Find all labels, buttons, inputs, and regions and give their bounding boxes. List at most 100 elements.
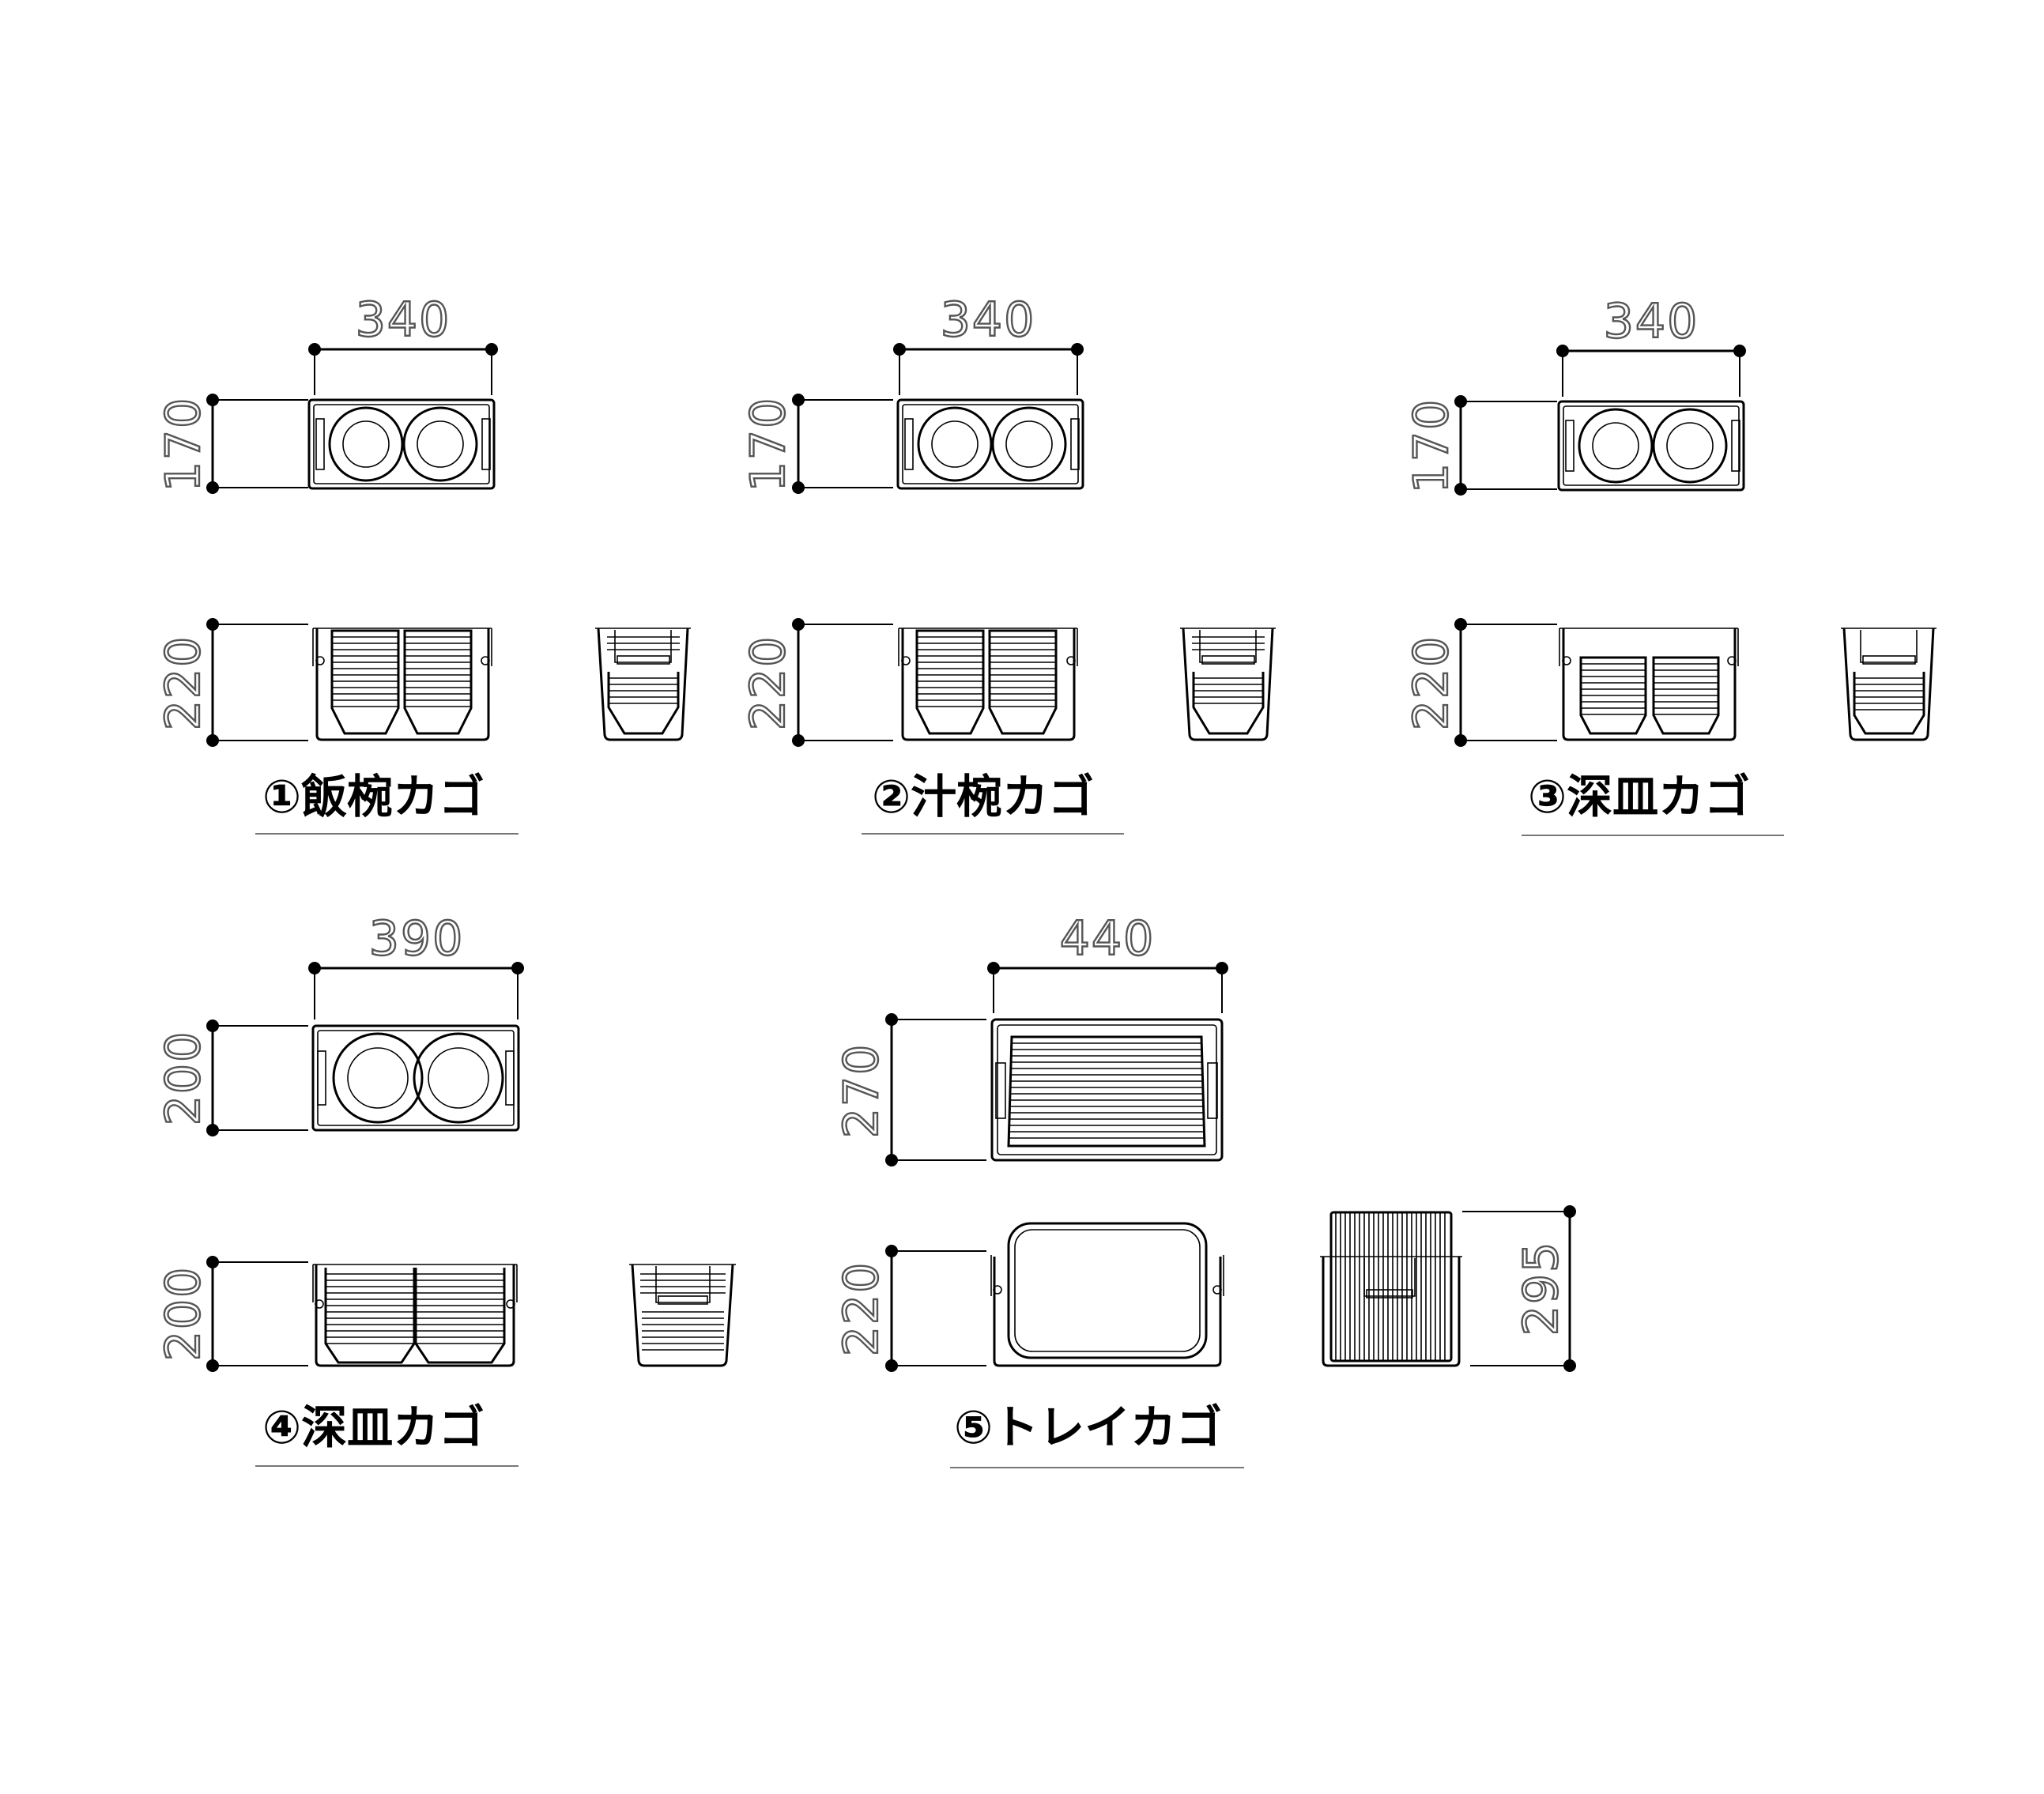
caption-text: ①飯椀カゴ xyxy=(262,770,485,824)
plan-width-label: 340 xyxy=(941,292,1036,348)
dimension-end-dot xyxy=(308,343,321,356)
dimension-end-dot xyxy=(206,1359,219,1372)
dimension-end-dot xyxy=(885,1013,898,1026)
plan-height-label: 170 xyxy=(741,397,796,492)
dimension-end-dot xyxy=(206,1256,219,1268)
handle-coil xyxy=(315,418,491,470)
caption-text: ②汁椀カゴ xyxy=(872,770,1094,824)
dimension-end-dot xyxy=(308,962,321,974)
plan-height-label: 170 xyxy=(1404,398,1459,494)
caption-text: ⑤トレイカゴ xyxy=(954,1400,1222,1454)
end-view xyxy=(1320,1211,1462,1367)
plan-height-dimension: 270 xyxy=(833,1013,986,1166)
dimension-end-dot xyxy=(792,618,805,631)
handle-coil xyxy=(1565,420,1740,472)
plan-width-label: 440 xyxy=(1060,911,1156,967)
dimension-end-dot xyxy=(206,394,219,406)
plan-height-dimension: 170 xyxy=(740,394,893,494)
dimension-end-dot xyxy=(206,1124,219,1136)
dimension-end-dot xyxy=(885,1245,898,1257)
side-height-dimension: 220 xyxy=(155,618,308,747)
plan-width-dimension: 340 xyxy=(308,292,498,395)
plan-height-label: 270 xyxy=(834,1043,889,1139)
end-view xyxy=(595,628,691,741)
caption: ⑤トレイカゴ xyxy=(950,1400,1244,1468)
dimension-end-dot xyxy=(792,734,805,747)
plan-view xyxy=(990,1018,1224,1162)
basket-rice-bowl: 340 170 220 xyxy=(155,292,691,835)
plan-height-dimension: 170 xyxy=(1403,395,1557,496)
dimension-end-dot xyxy=(206,481,219,494)
side-height-dimension: 220 xyxy=(740,618,893,747)
dimension-end-dot xyxy=(885,1154,898,1166)
plan-width-label: 340 xyxy=(1604,294,1699,349)
side-view xyxy=(312,628,492,741)
dimension-end-dot xyxy=(893,343,906,356)
plan-height-label: 200 xyxy=(156,1031,211,1126)
side-height-label: 220 xyxy=(156,635,211,731)
end-height-dimension: 295 xyxy=(1462,1205,1576,1372)
dimension-end-dot xyxy=(1556,345,1569,357)
handle-coil xyxy=(995,1062,1218,1119)
side-view xyxy=(898,628,1078,741)
end-height-label: 295 xyxy=(1514,1241,1569,1336)
side-view xyxy=(312,1264,518,1367)
dimension-end-dot xyxy=(792,481,805,494)
dimension-end-dot xyxy=(1733,345,1746,357)
plan-view xyxy=(1557,400,1745,492)
caption-text: ③深皿カゴ xyxy=(1528,770,1750,824)
plan-height-dimension: 170 xyxy=(155,394,308,494)
basket-tray: 440 270 220 xyxy=(833,910,1576,1468)
caption-text: ④深皿カゴ xyxy=(262,1400,485,1454)
end-view xyxy=(1841,628,1937,741)
basket-deep-plate-large: 390 200 200 xyxy=(155,910,736,1467)
dimension-end-dot xyxy=(206,734,219,747)
side-height-dimension: 200 xyxy=(155,1256,308,1372)
plan-view xyxy=(307,398,496,490)
end-view xyxy=(1180,628,1276,741)
stack-lines xyxy=(332,636,471,707)
side-height-label: 220 xyxy=(834,1261,889,1357)
dimension-end-dot xyxy=(885,1359,898,1372)
basket-deep-plate-small: 340 170 220 xyxy=(1403,293,1937,836)
tray-stack-lines xyxy=(1009,1042,1205,1139)
dimension-end-dot xyxy=(206,618,219,631)
caption: ③深皿カゴ xyxy=(1522,770,1784,836)
plan-width-dimension: 390 xyxy=(308,910,524,1019)
plan-width-label: 390 xyxy=(369,911,465,967)
dimension-end-dot xyxy=(1563,1359,1576,1372)
handle-coil xyxy=(904,418,1080,470)
caption: ①飯椀カゴ xyxy=(255,770,519,835)
plan-height-dimension: 200 xyxy=(155,1019,308,1136)
dimension-end-dot xyxy=(1216,962,1228,974)
side-height-dimension: 220 xyxy=(833,1245,986,1372)
dimension-end-dot xyxy=(1454,483,1467,496)
basket-soup-bowl: 340 170 220 xyxy=(740,292,1276,835)
side-view xyxy=(990,1222,1224,1367)
plan-view xyxy=(896,398,1084,490)
dimension-end-dot xyxy=(1454,734,1467,747)
end-view xyxy=(629,1264,736,1367)
dimension-end-dot xyxy=(1454,618,1467,631)
plan-width-label: 340 xyxy=(356,292,451,348)
caption: ②汁椀カゴ xyxy=(862,770,1124,835)
plan-width-dimension: 440 xyxy=(987,910,1228,1013)
dimension-end-dot xyxy=(792,394,805,406)
plan-width-dimension: 340 xyxy=(1556,293,1746,397)
plan-height-label: 170 xyxy=(156,397,211,492)
plan-width-dimension: 340 xyxy=(893,292,1084,395)
handle-coil xyxy=(317,1050,515,1106)
side-height-label: 200 xyxy=(156,1266,211,1362)
dimension-end-dot xyxy=(206,1019,219,1032)
side-height-label: 220 xyxy=(1404,635,1459,731)
dimension-end-dot xyxy=(1454,395,1467,408)
dimension-end-dot xyxy=(1071,343,1084,356)
side-height-label: 220 xyxy=(741,635,796,731)
plan-view xyxy=(311,1024,520,1132)
caption: ④深皿カゴ xyxy=(255,1400,519,1467)
side-height-dimension: 220 xyxy=(1403,618,1557,747)
dimension-end-dot xyxy=(485,343,498,356)
side-view xyxy=(1559,628,1739,741)
dimension-end-dot xyxy=(1563,1205,1576,1218)
